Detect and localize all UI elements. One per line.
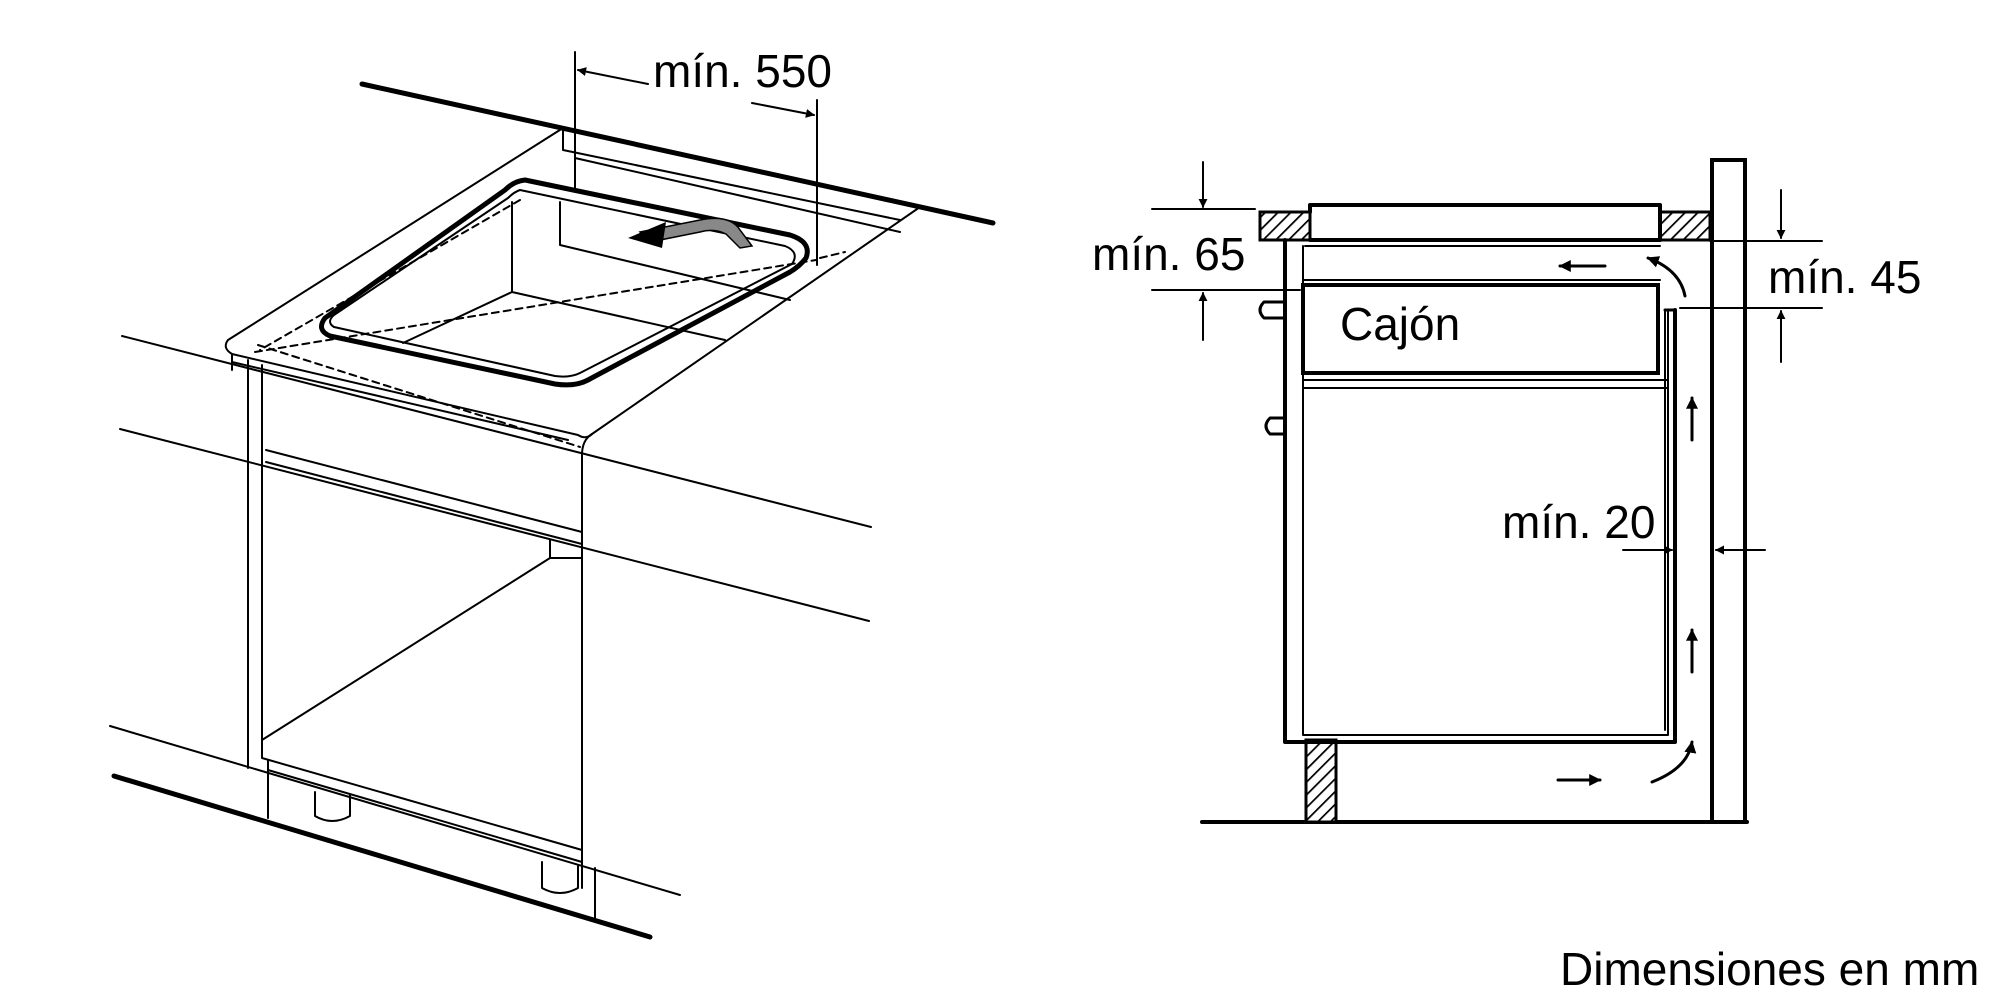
hob-cutout [319,177,810,388]
rotate-arrow-icon [638,217,754,249]
dim-550-arrow-right [751,102,815,118]
cabinet-back-panel [1663,308,1677,744]
airflow-arrow-top-curve [1646,256,1687,298]
countertop-outline [224,127,921,439]
door-handle [1264,416,1287,436]
cabinet-foot-right [541,861,579,894]
countertop-front-edge [231,353,593,871]
dim-20-label: mín. 20 [1502,496,1655,548]
dim-550-arrow-left [577,67,649,85]
airflow-arrow-bottom-curve [1650,740,1697,784]
wall-back-edge [359,81,996,226]
dim-45-label: mín. 45 [1768,251,1921,303]
cabinet-frame [247,359,596,919]
hob-body [1308,203,1662,242]
worktop-hatch-left [1258,210,1312,242]
rotate-arrow-head-icon [628,222,666,248]
floor-baseline [111,773,653,940]
drawer-label: Cajón [1340,298,1460,350]
cabinet-inner-side [1302,245,1669,736]
perspective-view: mín. 550 [109,45,996,940]
floor-line-low [109,725,681,896]
drawer-handle [1258,300,1287,320]
cabinet-foot-left [314,791,351,822]
worktop-hatch-right [1658,210,1712,242]
hidden-edges [254,199,846,448]
hob-cutout-inner [329,189,796,378]
dim-65-label: mín. 65 [1092,228,1245,280]
section-view: Cajón mín. 65 mín. 45 mín. 20 [1092,158,1921,824]
floor-line-mid [119,428,870,622]
dim-550-label: mín. 550 [653,45,832,97]
plinth-hatch [1304,738,1338,824]
countertop-back-ledge [562,127,901,233]
drawer [1301,283,1660,375]
cutout-inner-walls [402,201,791,344]
units-caption: Dimensiones en mm [1560,943,1979,995]
rear-wall [1710,158,1747,824]
floor-line-front [121,335,872,528]
